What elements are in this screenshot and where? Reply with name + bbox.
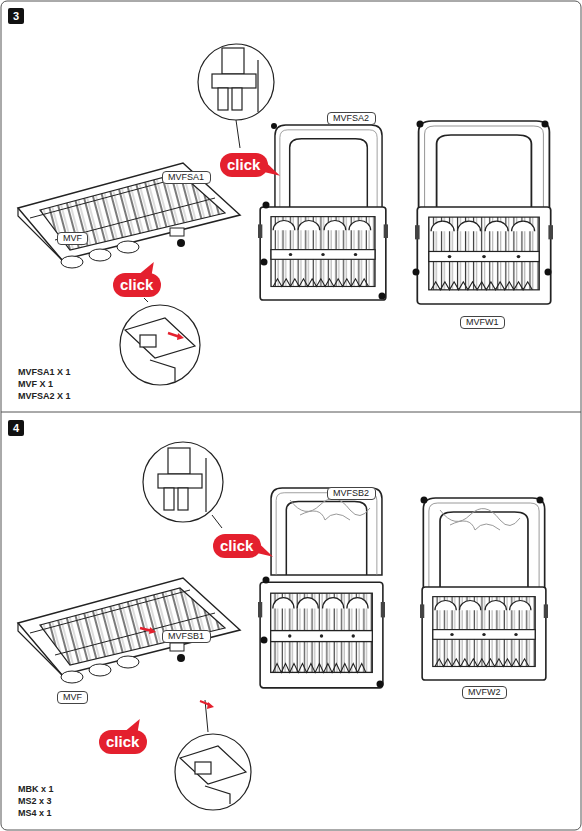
node-text: MVFSB2 (333, 488, 370, 499)
part-tag: MVFW1 (460, 316, 505, 329)
step-number: 4 (8, 420, 24, 436)
parts-list-item: MS4 x 1 (18, 808, 52, 819)
node-text: MVF (63, 692, 82, 703)
node-text: MVFSA1 (168, 172, 205, 183)
node-text: MVF (63, 233, 82, 244)
node-text: 3 (8, 8, 24, 24)
click-callout: click (213, 534, 261, 558)
parts-list-item: MVFSA1 X 1 (18, 367, 71, 378)
node-text: MVFW2 (468, 687, 501, 698)
part-tag: MVFW2 (462, 686, 507, 699)
node-text: 4 (8, 420, 24, 436)
node-text: click (120, 276, 154, 293)
part-tag: MVF (57, 232, 88, 245)
bubble-body (213, 534, 261, 558)
node-text: click (227, 156, 261, 173)
node-text: MVFW1 (466, 317, 499, 328)
bubble-body (99, 730, 147, 754)
parts-list-item: MBK x 1 (18, 784, 54, 795)
bubble-body (220, 153, 268, 177)
part-tag: MVFSA2 (327, 112, 376, 125)
node-text: MVFSB1 (168, 631, 205, 642)
part-tag: MVFSB1 (162, 630, 211, 643)
parts-list-item: MS2 x 3 (18, 796, 52, 807)
part-tag: MVFSA1 (162, 171, 211, 184)
bubble-body (113, 273, 161, 297)
step-number: 3 (8, 8, 24, 24)
node-text: click (106, 733, 140, 750)
node-text: MVFSA2 (333, 113, 370, 124)
parts-list-item: MVF X 1 (18, 379, 53, 390)
click-callout: click (99, 730, 147, 754)
click-callout: click (220, 153, 268, 177)
click-callout: click (113, 273, 161, 297)
part-tag: MVFSB2 (327, 487, 376, 500)
node-text: click (220, 537, 254, 554)
parts-list-item: MVFSA2 X 1 (18, 391, 71, 402)
part-tag: MVF (57, 691, 88, 704)
